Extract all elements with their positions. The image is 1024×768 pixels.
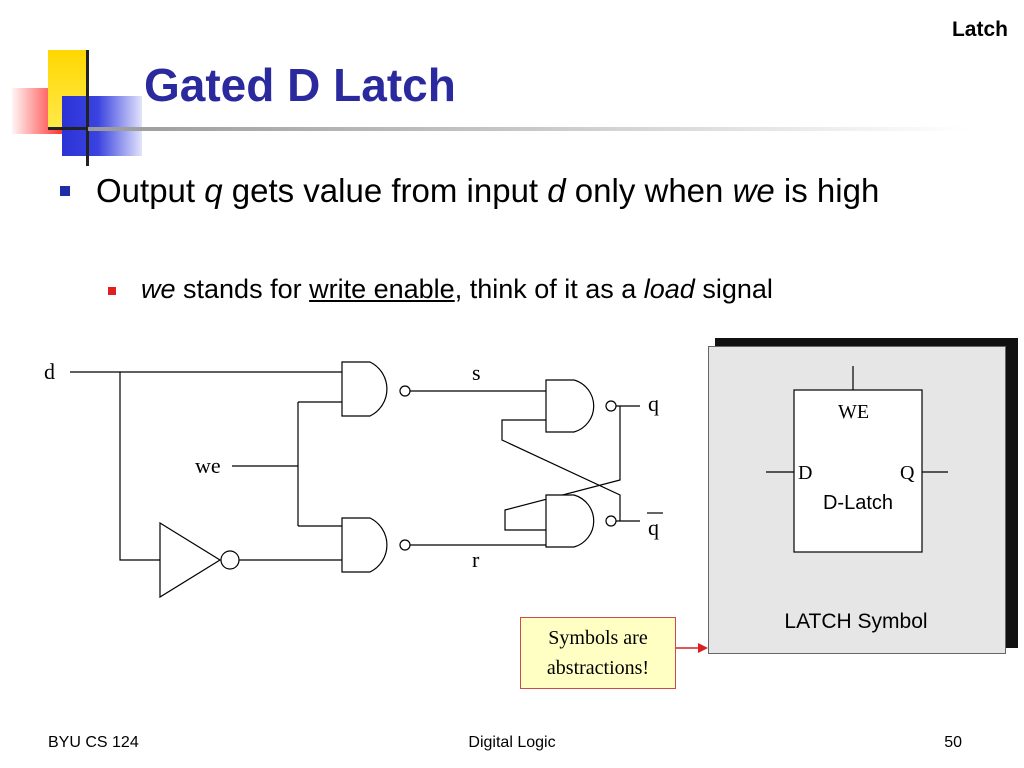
callout-line-2: abstractions! <box>546 657 650 679</box>
symbol-d-label: D <box>798 462 812 484</box>
nand-gate-q <box>545 379 595 433</box>
latch-symbol-block <box>793 389 923 553</box>
title-underline-rule <box>88 127 968 131</box>
callout-arrow-icon <box>676 643 708 653</box>
circuit-wires <box>70 371 640 561</box>
nand-gate-bottom <box>341 517 388 573</box>
slide-title: Gated D Latch <box>144 59 456 111</box>
output-q-label: q <box>648 391 659 416</box>
decorative-blue-block <box>62 96 142 156</box>
inverter-bubble <box>220 550 240 570</box>
square-bullet-icon <box>108 287 116 295</box>
input-d-label: d <box>44 359 55 384</box>
footer-course: BYU CS 124 <box>48 734 139 751</box>
callout-line-1: Symbols are <box>548 627 648 649</box>
signal-s-label: s <box>472 360 481 385</box>
square-bullet-icon <box>60 186 70 196</box>
nand-gate-bottom-bubble <box>399 539 411 551</box>
nand-gate-q-bubble <box>605 400 617 412</box>
callout-note: Symbols are abstractions! <box>520 617 676 689</box>
inverter-gate <box>159 521 222 599</box>
section-label: Latch <box>951 18 1008 41</box>
bullet-sub: we stands for write enable, think of it … <box>108 270 988 308</box>
bullet-main-text: Output q gets value from input d only wh… <box>96 172 880 209</box>
symbol-caption: LATCH Symbol <box>784 610 927 633</box>
nand-gate-top <box>341 361 388 417</box>
symbol-q-label: Q <box>900 462 915 484</box>
nand-gate-qbar <box>545 494 595 548</box>
bullet-main: Output q gets value from input d only wh… <box>60 168 980 214</box>
decorative-vertical-line <box>86 50 89 166</box>
footer-page-number: 50 <box>944 734 962 751</box>
symbol-we-label: WE <box>838 401 869 423</box>
bullet-sub-text: we stands for write enable, think of it … <box>141 274 773 304</box>
nand-gate-qbar-bubble <box>605 515 617 527</box>
symbol-name: D-Latch <box>823 492 893 514</box>
nand-gate-top-bubble <box>399 385 411 397</box>
footer-topic: Digital Logic <box>468 734 556 751</box>
input-we-label: we <box>195 453 221 478</box>
output-qbar-label: q <box>648 515 659 540</box>
latch-symbol-diagram: WE D Q D-Latch LATCH Symbol <box>766 366 948 633</box>
signal-r-label: r <box>472 547 480 572</box>
latch-circuit-diagram: d we s r q q <box>44 359 663 599</box>
